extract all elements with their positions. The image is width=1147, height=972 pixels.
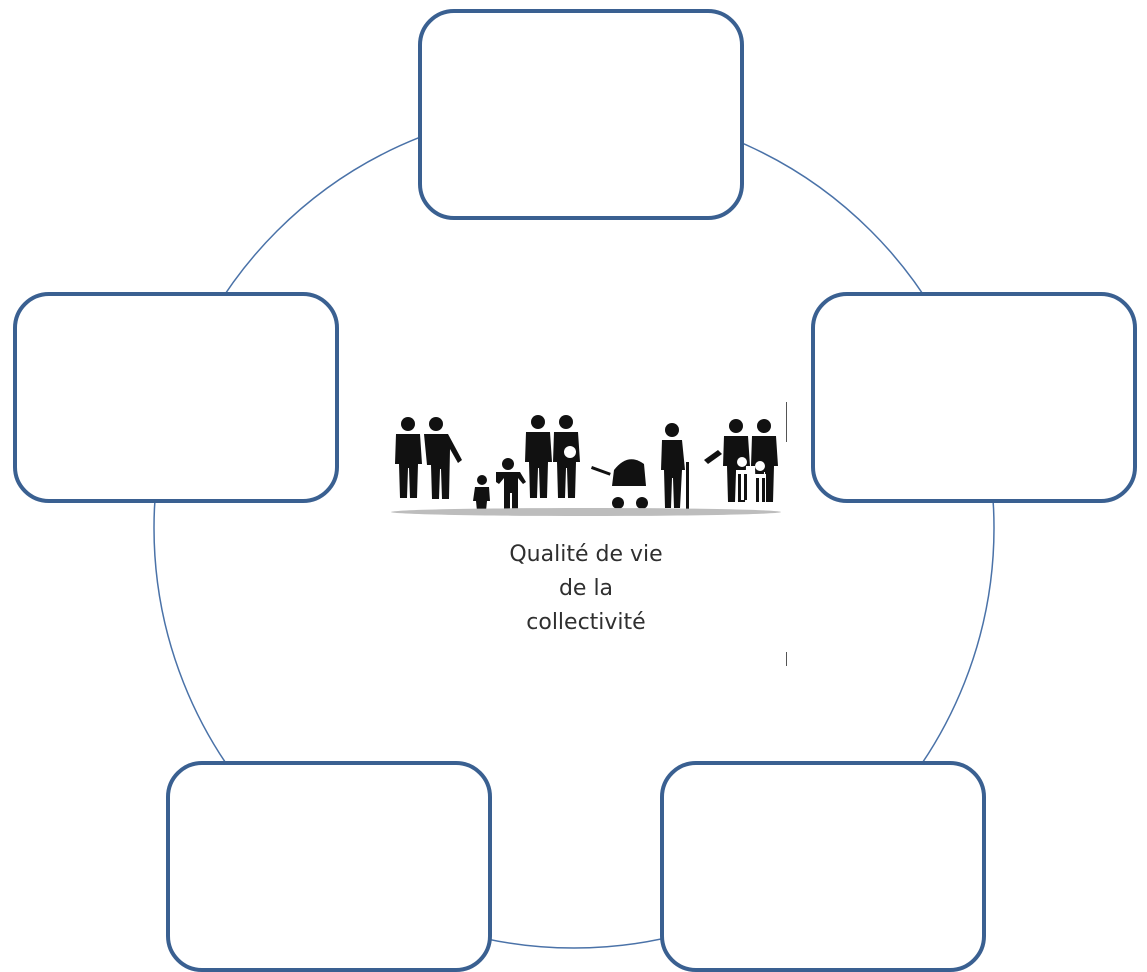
left-box bbox=[13, 292, 339, 503]
right-box bbox=[811, 292, 1137, 503]
bottom-right-box bbox=[660, 761, 986, 972]
center-edge-mark-bottom bbox=[786, 652, 787, 666]
center-edge-mark-top bbox=[786, 402, 787, 442]
center-title: Qualité de vie de la collectivité bbox=[446, 538, 726, 640]
top-box bbox=[418, 9, 744, 220]
family-silhouettes-icon bbox=[386, 400, 788, 530]
center-panel: Qualité de vie de la collectivité bbox=[386, 400, 788, 670]
bottom-left-box bbox=[166, 761, 492, 972]
